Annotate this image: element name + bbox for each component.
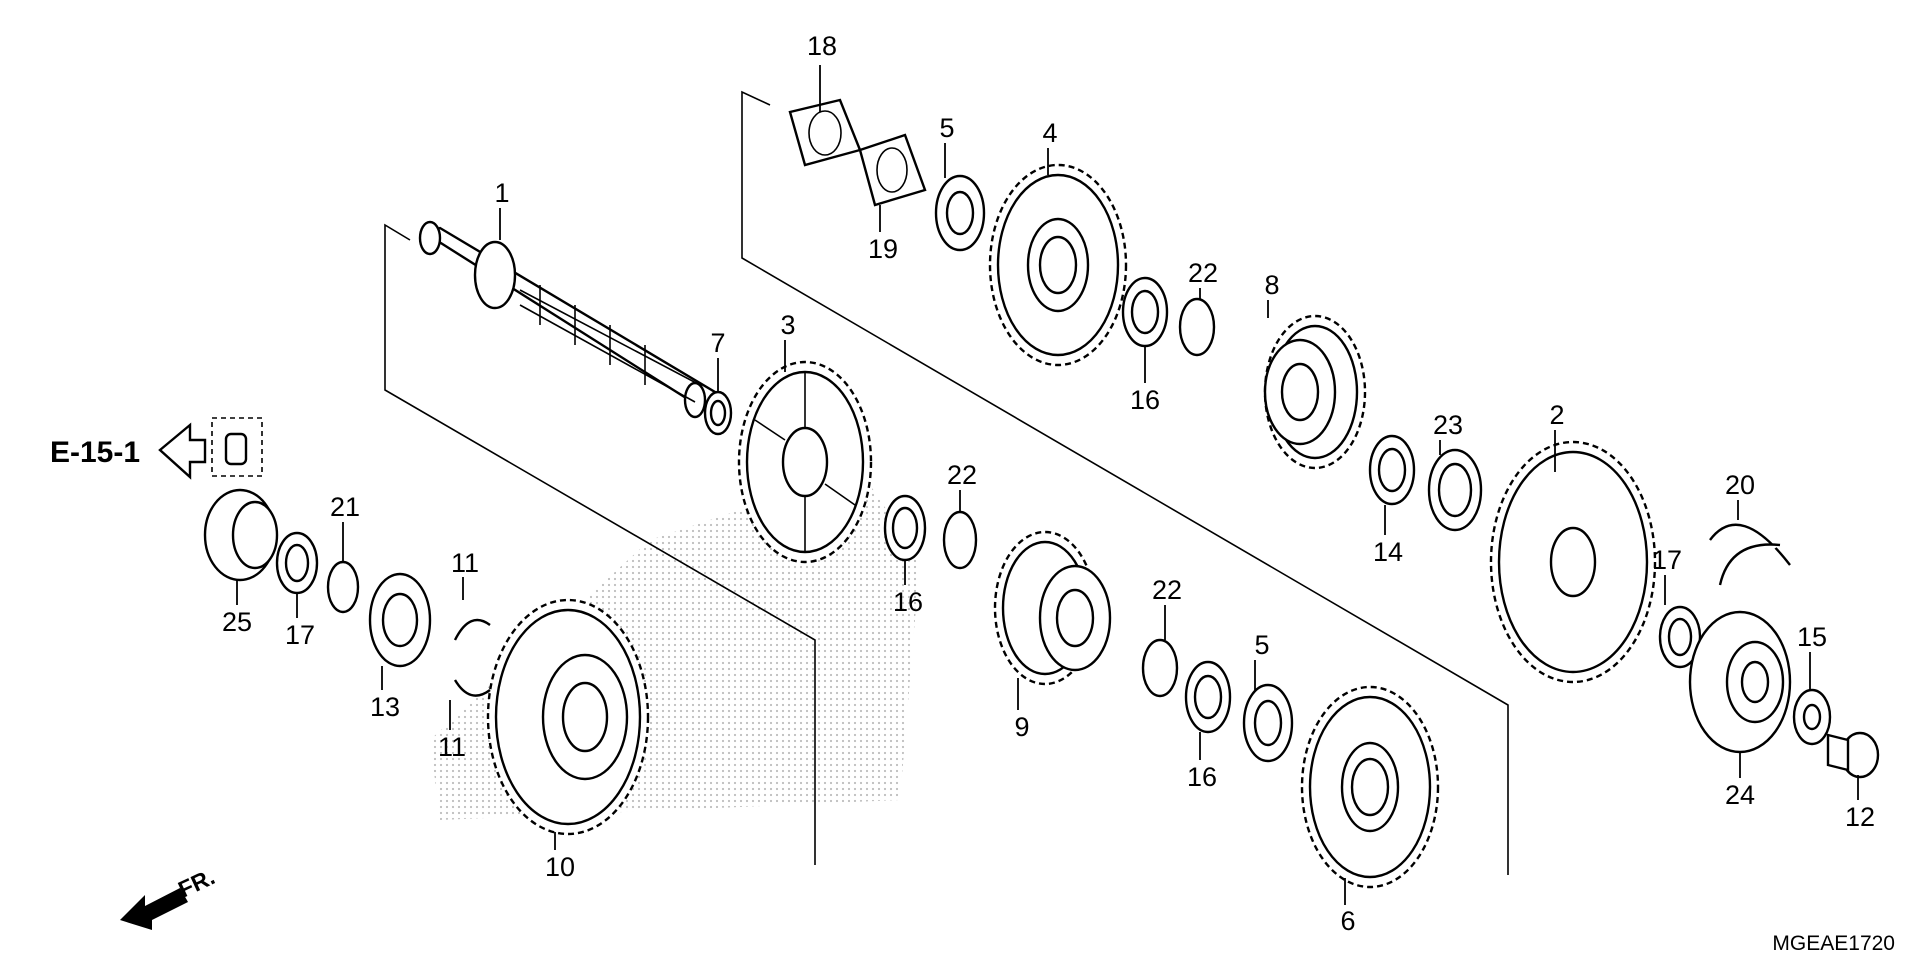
callout-16-bottom: 16 <box>1187 762 1217 792</box>
drawing-code: MGEAE1720 <box>1772 932 1895 955</box>
snap-ring-22-left <box>942 510 978 570</box>
retaining-ring-20 <box>1709 523 1791 586</box>
callout-16-top: 16 <box>1130 385 1160 415</box>
callout-22-top: 22 <box>1188 258 1218 288</box>
front-arrow-icon <box>120 888 188 930</box>
callout-11-top: 11 <box>451 548 479 578</box>
washer-14 <box>1368 434 1416 506</box>
callout-5-top: 5 <box>939 113 954 143</box>
needle-bearing-23 <box>1427 448 1483 532</box>
gear-9 <box>993 530 1112 686</box>
frame-right-shaft <box>741 90 1509 875</box>
callout-6: 6 <box>1340 906 1355 936</box>
washer-17-left <box>275 531 319 595</box>
callout-17-left: 17 <box>285 620 315 650</box>
callout-7: 7 <box>710 328 725 358</box>
callout-2: 2 <box>1549 400 1564 430</box>
callout-24: 24 <box>1725 780 1755 810</box>
callout-13: 13 <box>370 692 400 722</box>
washer-16-top <box>1121 276 1169 348</box>
callout-10: 10 <box>545 852 575 882</box>
callout-15: 15 <box>1797 622 1827 652</box>
gear-10 <box>486 598 650 836</box>
callout-22-mid: 22 <box>1152 575 1182 605</box>
reference-label[interactable]: E-15-1 <box>50 436 140 469</box>
bearing-5-bottom <box>1242 683 1294 763</box>
callout-20: 20 <box>1725 470 1755 500</box>
mainshaft <box>418 220 722 419</box>
callout-12: 12 <box>1845 802 1875 832</box>
callout-22-left: 22 <box>947 460 977 490</box>
callout-18: 18 <box>807 31 837 61</box>
callout-16-left: 16 <box>893 587 923 617</box>
washer-16-bottom <box>1184 660 1232 734</box>
leader-lines <box>236 65 1859 905</box>
bearing-24 <box>1688 610 1792 754</box>
callout-11-bottom: 11 <box>438 732 466 762</box>
gear-3 <box>737 360 873 564</box>
callout-5-bottom: 5 <box>1254 630 1269 660</box>
callout-21: 21 <box>330 492 360 522</box>
callout-17-right: 17 <box>1652 545 1682 575</box>
plate-19 <box>858 133 927 207</box>
washer-15 <box>1792 688 1832 746</box>
callout-8: 8 <box>1264 270 1279 300</box>
washer-17-right <box>1658 605 1702 669</box>
split-collar-11 <box>453 618 491 697</box>
callout-4: 4 <box>1042 118 1057 148</box>
collar-25 <box>203 488 279 582</box>
snap-ring-22-top <box>1178 297 1216 357</box>
callout-labels: 1 2 3 4 5 5 6 7 8 9 10 11 11 12 13 14 15… <box>222 31 1875 936</box>
gear-8 <box>1263 314 1367 470</box>
callout-23: 23 <box>1433 410 1463 440</box>
callout-1: 1 <box>494 178 509 208</box>
snap-ring-21 <box>326 560 360 614</box>
callout-9: 9 <box>1014 712 1029 742</box>
arrow-outline-icon <box>158 422 207 480</box>
callout-19: 19 <box>868 234 898 264</box>
plate-18 <box>788 98 862 167</box>
bolt-12 <box>1826 731 1880 779</box>
dowel-pin-icon <box>211 417 263 477</box>
gear-2 <box>1489 440 1657 684</box>
washer-16-left <box>883 494 927 562</box>
gear-4 <box>988 163 1128 367</box>
washer-13 <box>368 572 432 668</box>
snap-ring-22-mid <box>1141 638 1179 698</box>
bearing-7 <box>703 390 733 436</box>
gear-6 <box>1300 685 1440 889</box>
frame-left-shaft <box>384 223 816 865</box>
bearing-5-top <box>934 174 986 252</box>
callout-25: 25 <box>222 607 252 637</box>
callout-14: 14 <box>1373 537 1403 567</box>
callout-3: 3 <box>780 310 795 340</box>
